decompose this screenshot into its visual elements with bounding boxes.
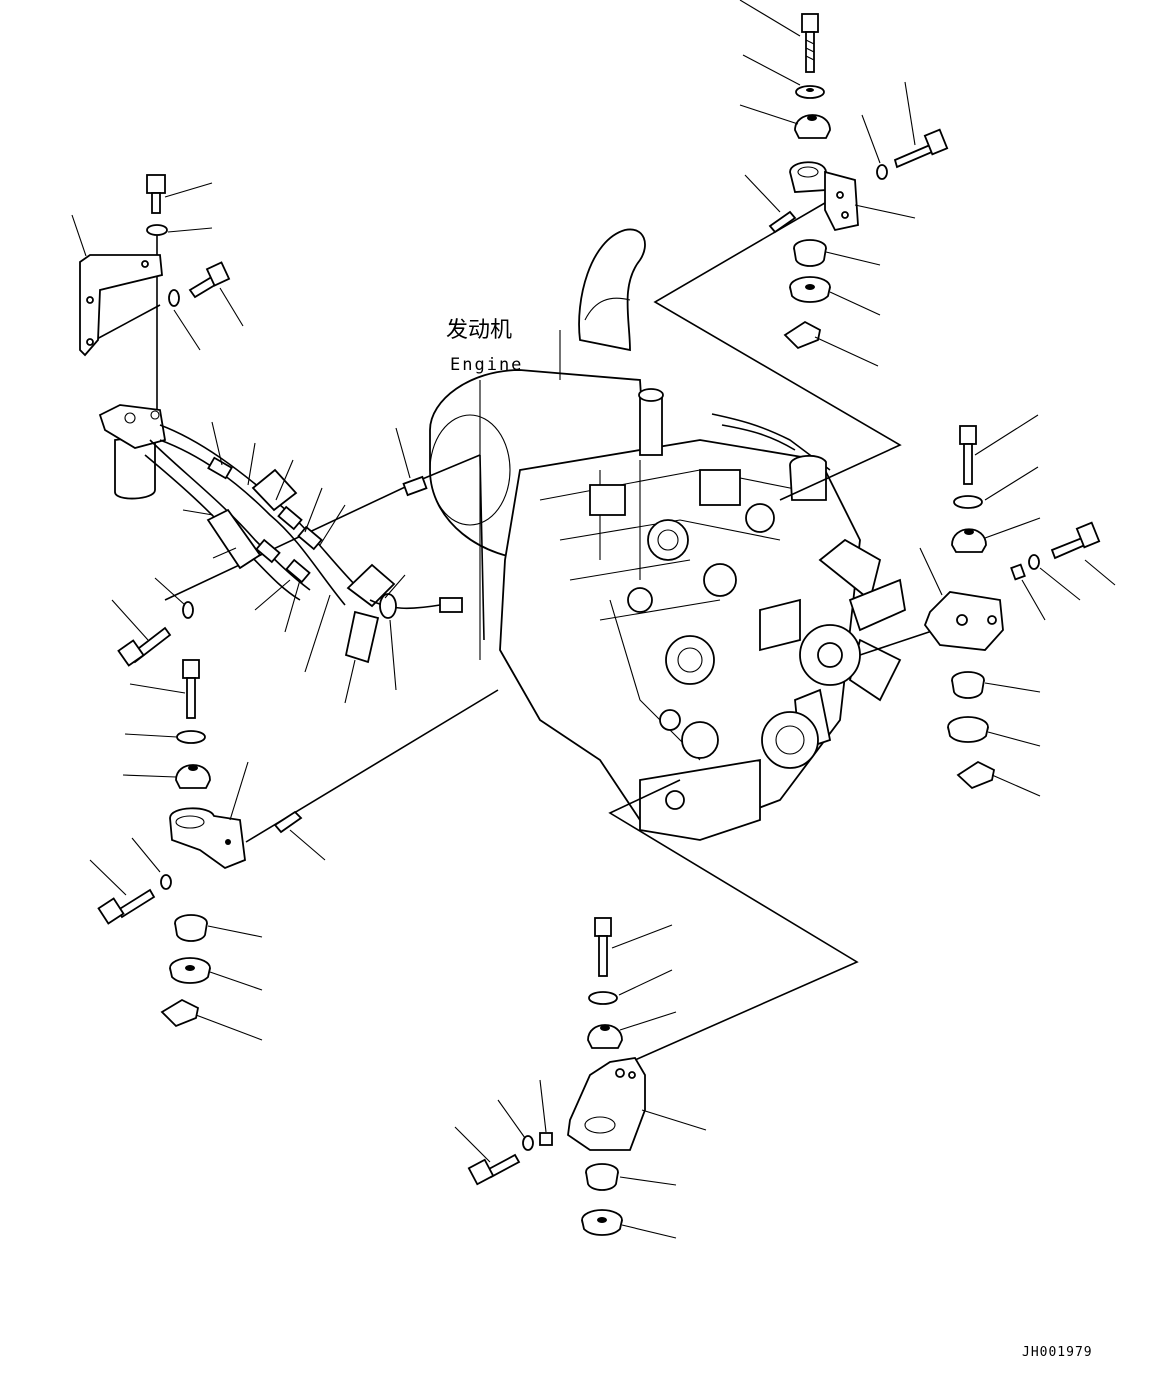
drawing-code: JH001979 [1022,1345,1093,1360]
mount-group-left [89,659,326,1041]
mount-group-bottom [454,917,707,1239]
engine-illustration [429,228,907,841]
mount-group-right [919,414,1116,797]
engine-label-chinese: 发动机 [446,318,512,343]
bracket-group-upper-left [71,174,463,704]
engine-label-english: Engine [450,355,523,375]
mount-group-top-right [739,0,949,367]
